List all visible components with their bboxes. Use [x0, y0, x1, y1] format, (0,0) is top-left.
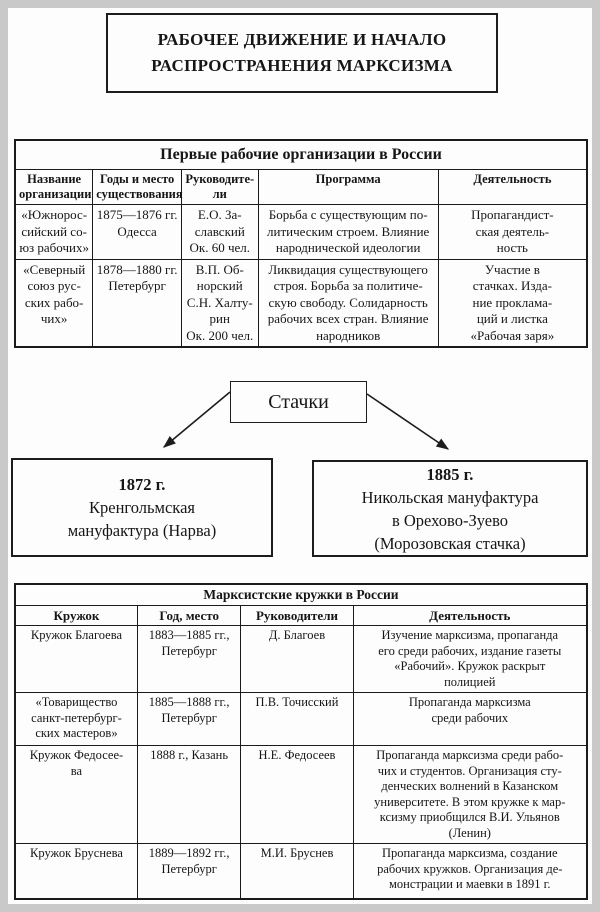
table2-column-header: Деятельность — [352, 605, 588, 626]
table2-cell: 1883—1885 гг., Петербург — [136, 625, 242, 693]
table-row: Кружок Благоева 1883—1885 гг., Петербург… — [14, 625, 588, 693]
table1-column-header: Руководите- ли — [180, 169, 259, 205]
table1-cell: Участие в стачках. Изда- ние проклама- ц… — [437, 258, 588, 348]
strikes-arrows — [163, 391, 450, 450]
table1-title: Первые рабочие организации в России — [14, 139, 588, 170]
table2-cell: Кружок Бруснева — [14, 843, 138, 899]
table-row: Кружок Год, место Руководители Деятельно… — [14, 605, 588, 626]
table1-cell: Ликвидация существующего строя. Борьба з… — [257, 258, 439, 348]
table1-cell: Пропагандист- ская деятель- ность — [437, 204, 588, 260]
strike-1872-year: 1872 г. — [118, 475, 166, 494]
table2-cell: П.В. Точисский — [240, 692, 354, 746]
table1-cell: «Южнорос- сийский со- юз рабочих» — [14, 204, 94, 260]
table2-cell: Кружок Федосее- ва — [14, 745, 138, 844]
table-row: Марксистские кружки в России — [14, 583, 588, 606]
table-row: Кружок Федосее- ва 1888 г., Казань Н.Е. … — [14, 745, 588, 844]
table1-cell: В.П. Об- норский С.Н. Халту- рин Ок. 200… — [180, 258, 259, 348]
table2-cell: Пропаганда марксизма, создание рабочих к… — [352, 843, 588, 899]
table1-column-header: Программа — [257, 169, 439, 205]
main-title-box: РАБОЧЕЕ ДВИЖЕНИЕ И НАЧАЛО РАСПРОСТРАНЕНИ… — [106, 13, 498, 93]
table2-cell: М.И. Бруснев — [240, 843, 354, 899]
table1-column-header: Деятельность — [437, 169, 588, 205]
table-row: «Северный союз рус- ских рабо- чих» 1878… — [14, 258, 588, 348]
table2-cell: Д. Благоев — [240, 625, 354, 693]
marxist-circles-table: Марксистские кружки в России Кружок Год,… — [14, 583, 588, 900]
table2-title: Марксистские кружки в России — [14, 583, 588, 606]
table1-cell: Е.О. За- славский Ок. 60 чел. — [180, 204, 259, 260]
strike-1885-text: Никольская мануфактура в Орехово-Зуево (… — [361, 487, 539, 553]
strikes-label: Стачки — [268, 390, 329, 413]
table2-cell: Пропаганда марксизма среди рабо- чих и с… — [352, 745, 588, 844]
table1-column-header: Название организации — [14, 169, 94, 205]
table2-cell: 1889—1892 гг., Петербург — [136, 843, 242, 899]
table1-column-header: Годы и место существования — [92, 169, 183, 205]
strike-1885-year: 1885 г. — [426, 464, 474, 484]
strike-1885-box: 1885 г. Никольская мануфактура в Орехово… — [312, 460, 588, 557]
table-row: «Южнорос- сийский со- юз рабочих» 1875—1… — [14, 204, 588, 260]
table2-cell: Кружок Благоева — [14, 625, 138, 693]
table-row: Первые рабочие организации в России — [14, 139, 588, 170]
main-title: РАБОЧЕЕ ДВИЖЕНИЕ И НАЧАЛО РАСПРОСТРАНЕНИ… — [151, 30, 453, 75]
table2-cell: Н.Е. Федосеев — [240, 745, 354, 844]
table2-column-header: Руководители — [240, 605, 354, 626]
table2-cell: Изучение марксизма, пропаганда его среди… — [352, 625, 588, 693]
table1-cell: 1878—1880 гг. Петербург — [92, 258, 182, 348]
table-row: Кружок Бруснева 1889—1892 гг., Петербург… — [14, 843, 588, 899]
strike-1872-box: 1872 г. Кренгольмская мануфактура (Нарва… — [11, 458, 273, 557]
table2-cell: Пропаганда марксизма среди рабочих — [352, 692, 588, 746]
table-row: «Товарищество санкт-петербург- ских маст… — [14, 692, 588, 746]
table2-cell: 1888 г., Казань — [136, 745, 242, 844]
table2-column-header: Год, место — [136, 605, 242, 626]
strikes-box: Стачки — [230, 381, 367, 423]
table-row: Название организации Годы и место сущест… — [14, 169, 588, 205]
table1-cell: Борьба с существующим по- литическим стр… — [257, 204, 439, 260]
arrow-right-icon — [366, 393, 450, 450]
first-organizations-table: Первые рабочие организации в России Назв… — [14, 139, 588, 348]
table2-column-header: Кружок — [14, 605, 138, 626]
strike-1872-text: Кренгольмская мануфактура (Нарва) — [67, 498, 217, 540]
table2-cell: 1885—1888 гг., Петербург — [136, 692, 242, 746]
table1-cell: «Северный союз рус- ских рабо- чих» — [14, 258, 94, 348]
table1-cell: 1875—1876 гг. Одесса — [92, 204, 182, 260]
arrow-left-icon — [163, 391, 231, 448]
table2-cell: «Товарищество санкт-петербург- ских маст… — [14, 692, 138, 746]
